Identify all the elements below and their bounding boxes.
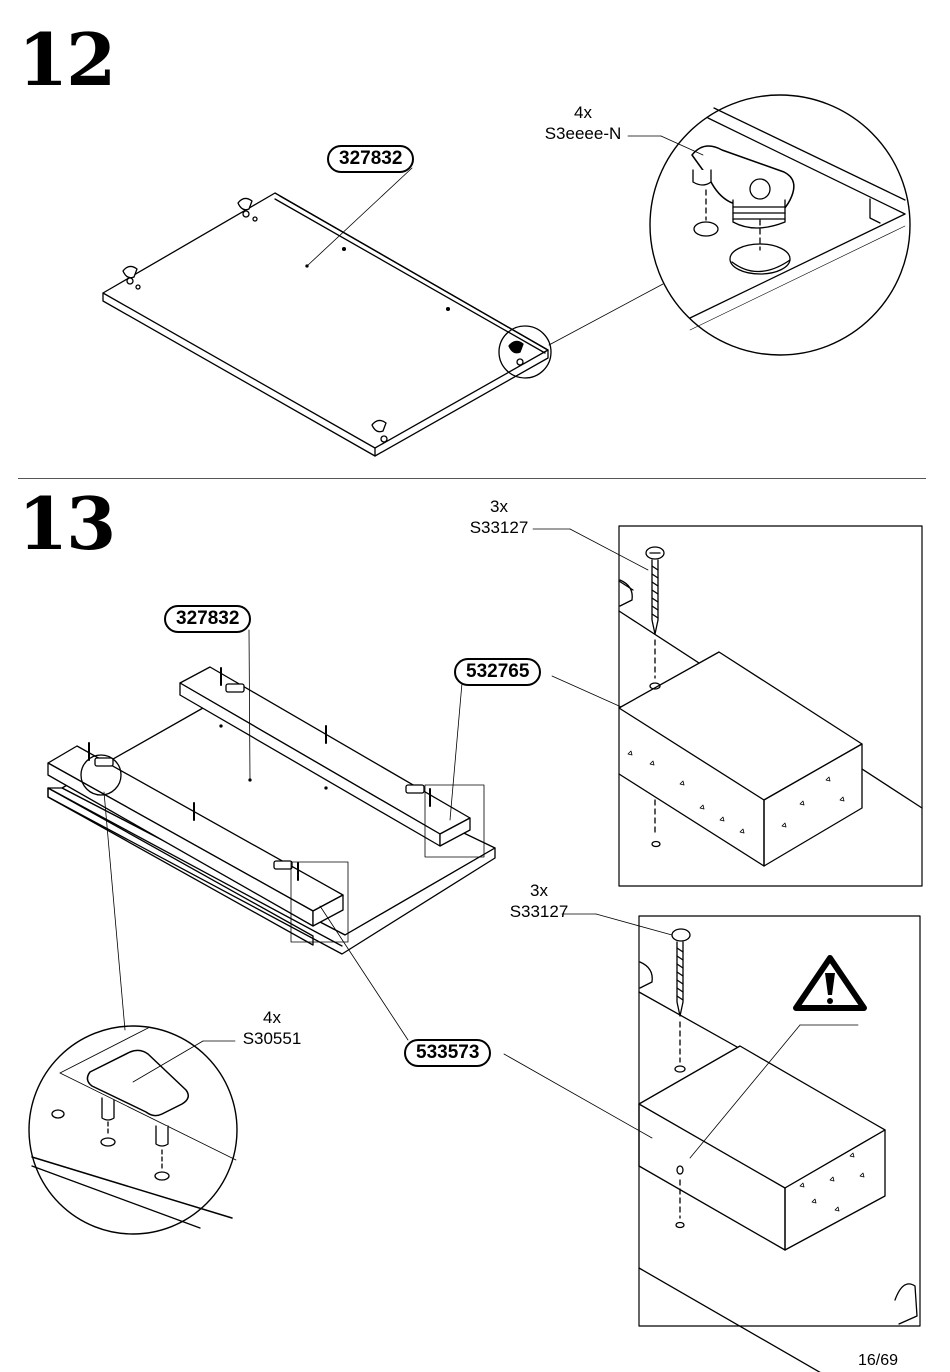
dowel-callout-circle bbox=[80, 754, 122, 796]
callout-box-2 bbox=[290, 861, 349, 943]
callout-box-1 bbox=[424, 784, 485, 858]
screw-quantity-2: 3x S33127 bbox=[502, 880, 576, 923]
rail-532765 bbox=[179, 666, 471, 847]
warning-triangle-icon bbox=[793, 955, 867, 1011]
screw-qty-1: 3x bbox=[490, 497, 508, 516]
part-label-532765: 532765 bbox=[454, 658, 542, 686]
screw-code-2: S33127 bbox=[509, 902, 569, 922]
panel-327832-step13 bbox=[47, 707, 496, 955]
screw-detail-2 bbox=[638, 915, 921, 1372]
screw-icons bbox=[88, 667, 431, 881]
dowel-code: S30551 bbox=[242, 1029, 302, 1049]
step-number-13: 13 bbox=[18, 481, 116, 566]
dowel-detail bbox=[28, 1025, 238, 1235]
panel-327832-step12 bbox=[102, 192, 549, 457]
dowel-icons bbox=[94, 683, 425, 870]
page-number: 16/69 bbox=[857, 1352, 898, 1369]
cam-lock-quantity: 4x S3eeee-N bbox=[540, 102, 626, 145]
screw-quantity-1: 3x S33127 bbox=[462, 496, 536, 539]
cam-lock-detail bbox=[649, 94, 911, 356]
dowel-quantity: 4x S30551 bbox=[235, 1007, 309, 1050]
part-label-327832-step12: 327832 bbox=[327, 145, 415, 173]
detail-callout-circle bbox=[498, 325, 552, 379]
part-label-327832-step13: 327832 bbox=[164, 605, 252, 633]
screw-code-1: S33127 bbox=[469, 518, 529, 538]
screw-qty-2: 3x bbox=[530, 881, 548, 900]
dowel-qty: 4x bbox=[263, 1008, 281, 1027]
step-divider bbox=[18, 478, 926, 479]
cam-lock-qty: 4x bbox=[574, 103, 592, 122]
part-label-533573: 533573 bbox=[404, 1039, 492, 1067]
rail-533573 bbox=[47, 745, 344, 946]
screw-detail-1 bbox=[618, 525, 923, 887]
step-number-12: 12 bbox=[18, 17, 116, 102]
cam-lock-code: S3eeee-N bbox=[544, 124, 622, 144]
cam-lock-icons bbox=[122, 197, 524, 443]
